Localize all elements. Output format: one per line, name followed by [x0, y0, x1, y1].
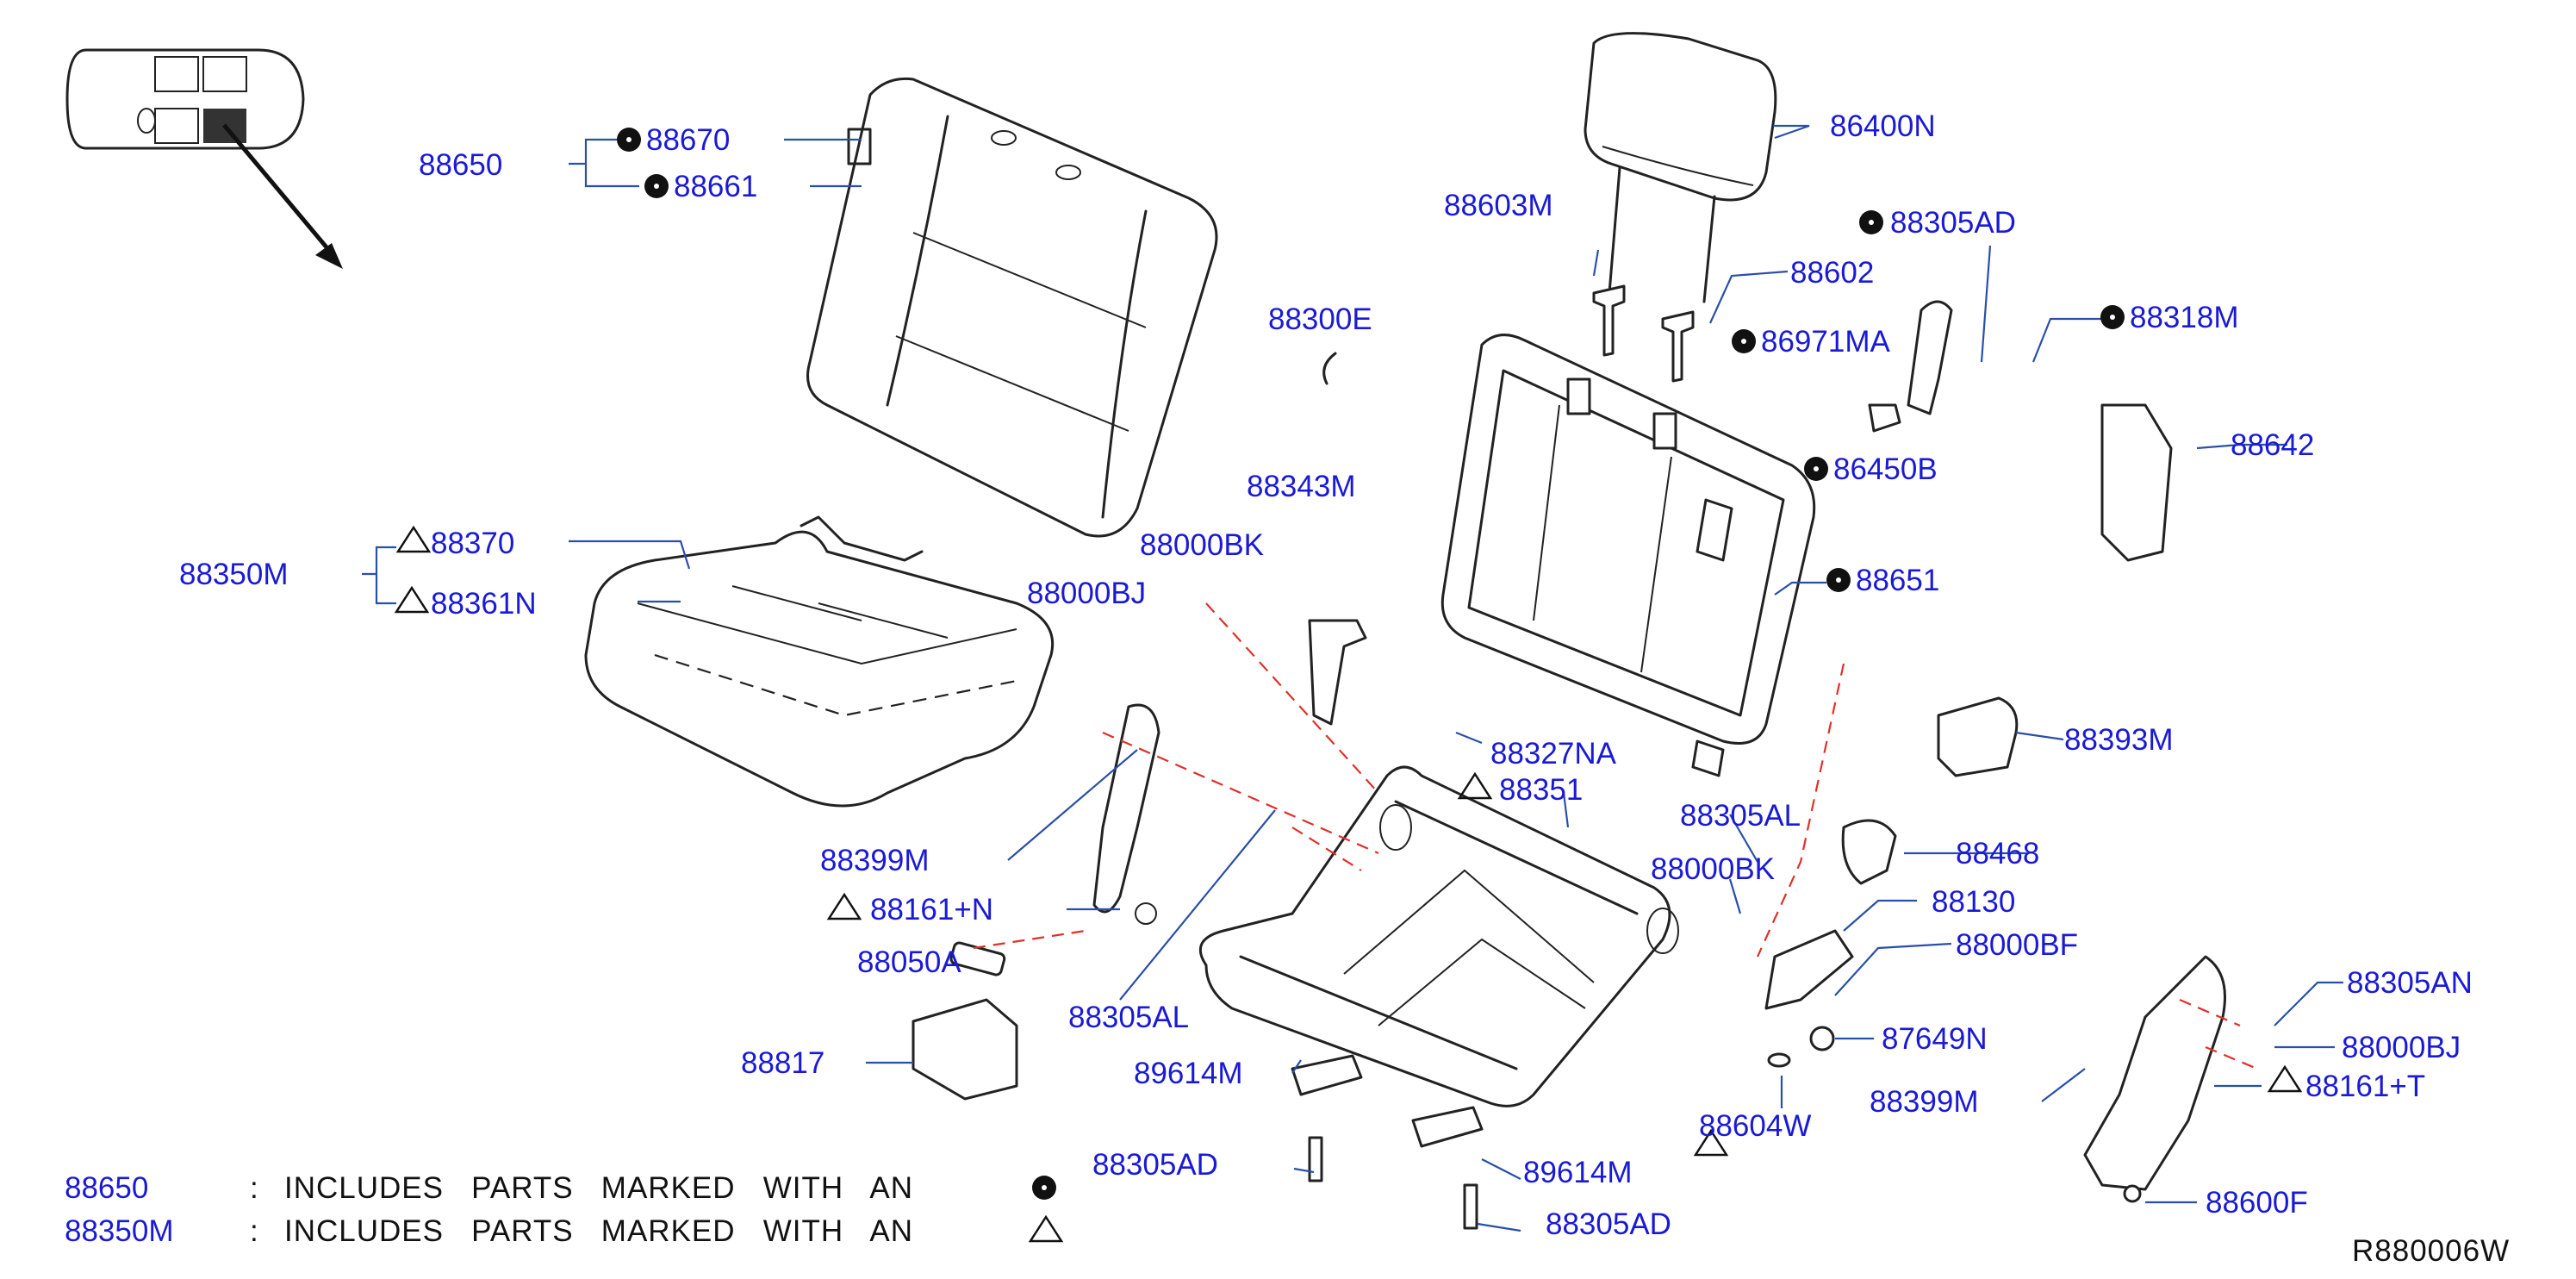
callout-88000bj-left[interactable]: 88000BJ: [1027, 577, 1146, 610]
callout-88305al-right[interactable]: 88305AL: [1680, 799, 1801, 833]
nut-87649n: [1809, 1026, 1835, 1051]
headrest: [1584, 32, 1777, 383]
bushing-88600f: [2123, 1184, 2142, 1203]
triangle-88604w: [1693, 1128, 1729, 1157]
callout-88661[interactable]: 88661: [674, 170, 757, 203]
assembly-centerlines: [973, 602, 2258, 1070]
callout-88651[interactable]: 88651: [1856, 564, 1939, 597]
callout-88642[interactable]: 88642: [2231, 428, 2314, 462]
triangle-88351: [1457, 771, 1493, 800]
plate-88130: [1764, 929, 1854, 1010]
legend-text: INCLUDES PARTS MARKED WITH AN: [284, 1214, 913, 1248]
trim-88318m: [1907, 300, 1953, 415]
bracket-88817: [912, 998, 1018, 1101]
trim-88393m: [1937, 696, 2019, 777]
callout-88318m[interactable]: 88318M: [2130, 301, 2238, 334]
callout-88650[interactable]: 88650: [419, 148, 502, 182]
leader-lines: [362, 124, 2343, 1232]
bolt-88305ad-a: [1308, 1136, 1323, 1182]
callout-labels: 88650 88670 88661 88350M 88370 88361N 88…: [179, 109, 2473, 1241]
clip-88300e: [1322, 352, 1337, 385]
callout-88305an[interactable]: 88305AN: [2347, 966, 2473, 1000]
striker-88642: [2100, 403, 2173, 562]
legend-text: INCLUDES PARTS MARKED WITH AN: [284, 1171, 913, 1205]
cover-88343m: [1308, 619, 1367, 726]
seatback-cushion: [806, 77, 1218, 538]
callout-87649n[interactable]: 87649N: [1882, 1022, 1988, 1056]
callout-88600f[interactable]: 88600F: [2206, 1186, 2308, 1220]
callout-88305ad-top[interactable]: 88305AD: [1890, 206, 2016, 240]
callout-88000bf[interactable]: 88000BF: [1956, 928, 2078, 962]
legend-triangle-symbol: [1028, 1214, 1064, 1243]
callout-88050a[interactable]: 88050A: [857, 945, 961, 979]
bolt-88050a: [949, 941, 1006, 976]
cover-89614m-b: [1411, 1106, 1484, 1148]
callout-88305al-left[interactable]: 88305AL: [1068, 1001, 1189, 1034]
seat-cushion: [584, 515, 1055, 808]
triangle-88161n: [826, 892, 862, 920]
bolt-88305ad-b: [1463, 1183, 1478, 1230]
legend: 88650 : INCLUDES PARTS MARKED WITH AN 88…: [65, 1171, 913, 1248]
callout-88468[interactable]: 88468: [1956, 837, 2039, 870]
diagram-code: R880006W: [2352, 1234, 2510, 1268]
callout-88602[interactable]: 88602: [1790, 256, 1874, 290]
callout-88604w[interactable]: 88604W: [1699, 1109, 1811, 1143]
callout-88300e[interactable]: 88300E: [1268, 303, 1372, 336]
vehicle-locator-icon: [65, 48, 343, 269]
legend-part-88650[interactable]: 88650: [65, 1171, 148, 1205]
legend-part-88350m[interactable]: 88350M: [65, 1214, 173, 1248]
callout-88350m[interactable]: 88350M: [179, 558, 288, 591]
callout-86450b[interactable]: 86450B: [1833, 452, 1938, 486]
callout-88327na[interactable]: 88327NA: [1490, 737, 1617, 771]
seat-cushion-frame: [1198, 765, 1679, 1107]
callout-88000bk-left[interactable]: 88000BK: [1140, 528, 1264, 562]
callout-88130[interactable]: 88130: [1932, 885, 2015, 919]
callout-88000bk-right[interactable]: 88000BK: [1651, 852, 1775, 886]
triangle-88370: [395, 525, 432, 553]
triangle-88161t: [2267, 1064, 2303, 1093]
callout-88305ad-bottom[interactable]: 88305AD: [1546, 1207, 1671, 1241]
callout-88399m-right[interactable]: 88399M: [1870, 1085, 1978, 1119]
callout-88361n[interactable]: 88361N: [431, 587, 537, 621]
callout-88000bj-right[interactable]: 88000BJ: [2342, 1031, 2461, 1064]
washer-88604w: [1767, 1052, 1791, 1068]
triangle-88361n: [394, 585, 430, 614]
legend-colon: :: [250, 1214, 259, 1248]
callout-88343m[interactable]: 88343M: [1247, 470, 1355, 503]
cover-89614m-a: [1291, 1054, 1363, 1096]
knob-88468: [1841, 819, 1897, 885]
callout-88370[interactable]: 88370: [431, 527, 514, 560]
callout-88399m-left[interactable]: 88399M: [820, 844, 929, 877]
callout-88670[interactable]: 88670: [646, 123, 730, 157]
callout-88351[interactable]: 88351: [1499, 773, 1583, 807]
callout-88161-t[interactable]: 88161+T: [2305, 1070, 2425, 1103]
legend-colon: :: [250, 1171, 259, 1205]
callout-86971ma[interactable]: 86971MA: [1761, 325, 1890, 359]
callout-88393m[interactable]: 88393M: [2064, 723, 2173, 757]
parts-small: [912, 300, 2226, 1230]
bracket-88399m-right: [2083, 955, 2226, 1191]
callout-symbols: [394, 128, 2303, 1243]
callout-89614m-right[interactable]: 89614M: [1523, 1156, 1632, 1189]
callout-88161-n[interactable]: 88161+N: [870, 893, 993, 926]
callout-86400n[interactable]: 86400N: [1830, 109, 1936, 143]
seatback-frame: [1440, 334, 1816, 777]
bracket-88399m-left: [1092, 703, 1160, 914]
callout-88305ad-left[interactable]: 88305AD: [1092, 1148, 1218, 1182]
lock-86971ma: [1868, 403, 1901, 433]
callout-88817[interactable]: 88817: [741, 1046, 824, 1080]
callout-88603m[interactable]: 88603M: [1444, 189, 1552, 222]
callout-89614m-left[interactable]: 89614M: [1134, 1057, 1242, 1090]
